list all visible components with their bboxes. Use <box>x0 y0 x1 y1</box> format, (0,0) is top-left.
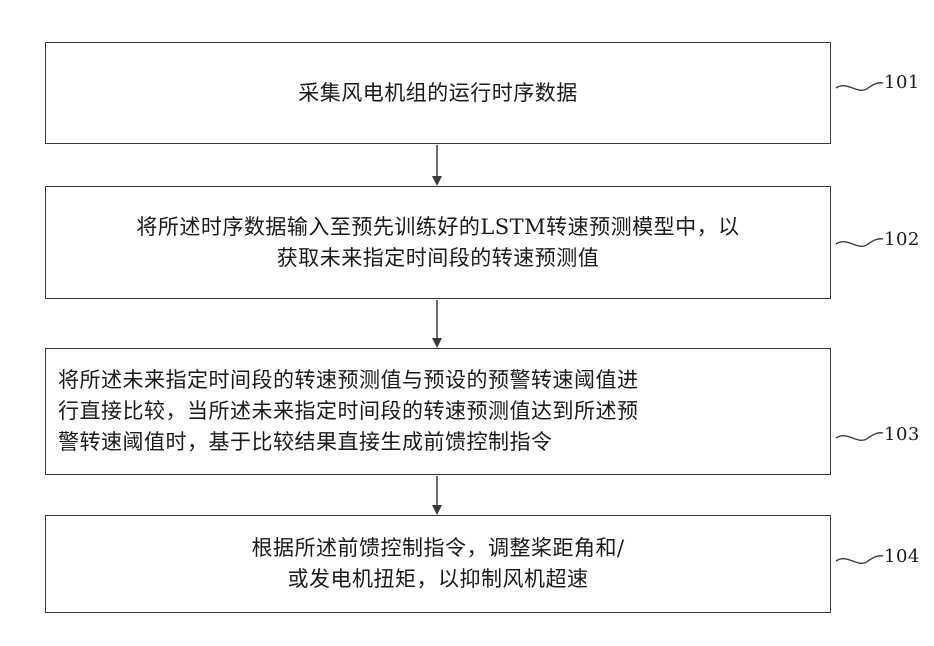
leader-curve-103 <box>836 433 883 441</box>
step-104-line-2: 或发电机扭矩，以抑制风机超速 <box>68 564 808 595</box>
step-text-104: 根据所述前馈控制指令，调整桨距角和/ 或发电机扭矩，以抑制风机超速 <box>68 533 808 595</box>
step-101-line-1: 采集风电机组的运行时序数据 <box>68 78 808 109</box>
step-box-104: 根据所述前馈控制指令，调整桨距角和/ 或发电机扭矩，以抑制风机超速 <box>45 515 831 613</box>
step-103-line-2: 行直接比较，当所述未来指定时间段的转速预测值达到所述预 <box>58 396 818 427</box>
step-102-line-2: 获取未来指定时间段的转速预测值 <box>68 243 808 274</box>
leader-curve-102 <box>836 239 883 247</box>
ref-label-101: 101 <box>884 72 920 93</box>
leader-curve-104 <box>836 556 883 564</box>
step-text-101: 采集风电机组的运行时序数据 <box>68 78 808 109</box>
step-box-103: 将所述未来指定时间段的转速预测值与预设的预警转速阈值进 行直接比较，当所述未来指… <box>45 348 831 475</box>
step-text-102: 将所述时序数据输入至预先训练好的LSTM转速预测模型中，以 获取未来指定时间段的… <box>68 212 808 274</box>
ref-label-103: 103 <box>884 424 920 445</box>
step-103-line-3: 警转速阈值时，基于比较结果直接生成前馈控制指令 <box>58 427 818 458</box>
ref-label-102: 102 <box>884 229 920 250</box>
step-103-line-1: 将所述未来指定时间段的转速预测值与预设的预警转速阈值进 <box>58 365 818 396</box>
step-text-103: 将所述未来指定时间段的转速预测值与预设的预警转速阈值进 行直接比较，当所述未来指… <box>58 365 818 458</box>
flow-arrow-102-103 <box>432 300 442 348</box>
ref-label-104: 104 <box>884 546 920 567</box>
flow-arrow-101-102 <box>432 145 442 186</box>
flow-arrow-103-104 <box>432 476 442 515</box>
step-104-line-1: 根据所述前馈控制指令，调整桨距角和/ <box>68 533 808 564</box>
leader-curve-101 <box>836 83 883 91</box>
step-box-101: 采集风电机组的运行时序数据 <box>45 42 831 144</box>
step-102-line-1: 将所述时序数据输入至预先训练好的LSTM转速预测模型中，以 <box>68 212 808 243</box>
step-box-102: 将所述时序数据输入至预先训练好的LSTM转速预测模型中，以 获取未来指定时间段的… <box>45 186 831 299</box>
